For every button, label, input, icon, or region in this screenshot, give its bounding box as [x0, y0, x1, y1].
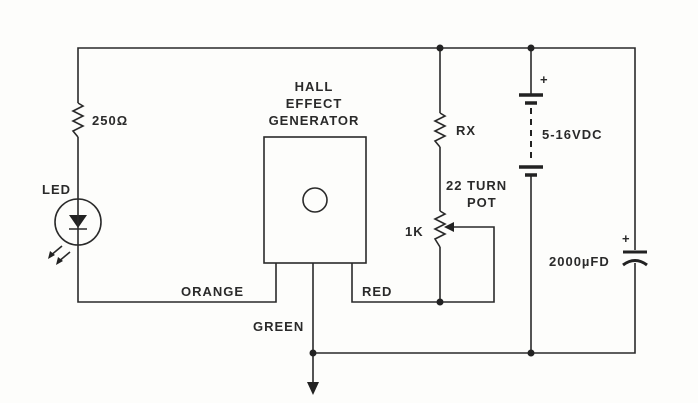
resistor-rx-symbol — [433, 112, 447, 148]
capacitor-plus-label: + — [622, 231, 631, 246]
capacitor-label: 2000µFD — [549, 254, 610, 269]
light-emission-arrows-icon — [48, 245, 71, 265]
battery-plus-label: + — [540, 72, 549, 87]
junctions — [309, 44, 535, 357]
led-symbol — [48, 198, 102, 265]
battery-symbol — [519, 93, 543, 177]
resistor-250-symbol — [71, 102, 85, 138]
hall-effect-generator-box — [263, 136, 367, 264]
battery-voltage-label: 5-16VDC — [542, 127, 602, 142]
wiper-arrow-icon — [444, 222, 454, 232]
junction-dot — [436, 298, 444, 306]
output-arrow-icon — [307, 382, 319, 395]
pot-value-label: 1K — [405, 224, 424, 239]
capacitor-symbol — [622, 250, 648, 267]
hall-label-line2: EFFECT — [286, 96, 343, 111]
junction-dot — [436, 44, 444, 52]
hall-label-line1: HALL — [295, 79, 334, 94]
pot-label-line2: POT — [467, 195, 497, 210]
junction-dot — [527, 349, 535, 357]
resistor-250-label: 250Ω — [92, 113, 128, 128]
junction-dot — [309, 349, 317, 357]
rx-label: RX — [456, 123, 476, 138]
led-label: LED — [42, 182, 71, 197]
green-wire-label: GREEN — [253, 319, 304, 334]
potentiometer-symbol — [433, 210, 447, 248]
pot-label-line1: 22 TURN — [446, 178, 507, 193]
junction-dot — [527, 44, 535, 52]
wires — [77, 47, 636, 383]
hall-label-line3: GENERATOR — [269, 113, 360, 128]
orange-wire-label: ORANGE — [181, 284, 244, 299]
red-wire-label: RED — [362, 284, 392, 299]
hall-sensor-circle — [302, 187, 328, 213]
